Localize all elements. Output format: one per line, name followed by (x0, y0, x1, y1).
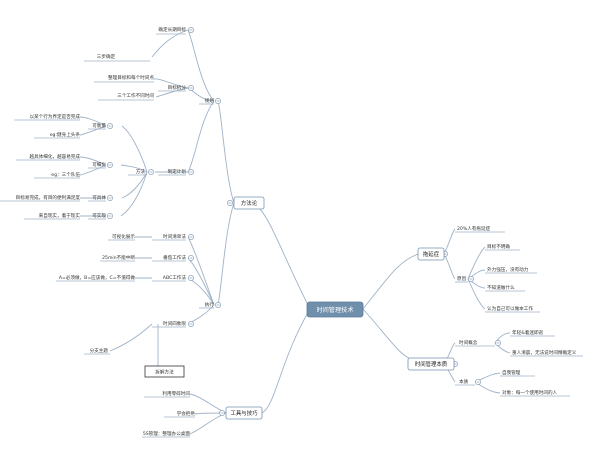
branch-essence-label: 时间管理本质 (415, 360, 448, 368)
node-planning[interactable]: 规划 (205, 97, 215, 104)
collapse-toggle-icon[interactable] (215, 98, 221, 104)
collapse-toggle-icon[interactable] (188, 275, 194, 281)
node-dont-know[interactable]: 不知道做什么 (487, 284, 515, 291)
node-underlines (0, 33, 583, 438)
node-pomodoro[interactable]: 番茄工作法 (163, 254, 186, 261)
mind-map-connectors (79, 29, 511, 435)
node-essence-nature[interactable]: 本质 (459, 378, 469, 385)
node-goal-breakdown[interactable]: 目标拆分 (168, 84, 187, 91)
branch-tools-label: 工具与技巧 (231, 409, 259, 417)
collapse-toggles (107, 27, 501, 416)
node-detailed-a[interactable]: 越具体细化，越容易完成 (29, 153, 80, 160)
node-concrete[interactable]: 可具体 (92, 194, 106, 201)
node-5s-management[interactable]: 5S管理：整理办公桌面 (143, 430, 191, 437)
collapse-toggle-icon[interactable] (188, 234, 194, 240)
central-topic-label: 时间管理技术 (316, 306, 353, 314)
node-visual-display[interactable]: 可视化展示 (112, 233, 135, 240)
branch-method[interactable]: 方法论 (233, 196, 265, 210)
collapse-toggle-icon[interactable] (107, 195, 113, 201)
tag-label[interactable]: 拆解方法 (144, 365, 185, 378)
central-topic[interactable]: 时间管理技术 (306, 301, 364, 318)
collapse-toggle-icon[interactable] (107, 162, 113, 168)
branch-method-label: 方法论 (241, 199, 258, 207)
node-learn-refuse[interactable]: 学会拒绝 (177, 410, 196, 417)
collapse-toggle-icon[interactable] (219, 410, 225, 416)
node-no-motivation[interactable]: 外力强压，没有动力 (487, 266, 529, 273)
node-long-term-goal[interactable]: 确定长期目标 (158, 26, 186, 33)
collapse-toggle-icon[interactable] (215, 302, 221, 308)
node-abc-method[interactable]: ABC工作法 (163, 274, 187, 281)
tag-label-text: 拆解方法 (155, 369, 174, 376)
node-measurable[interactable]: 可衡量 (92, 122, 106, 129)
node-time-concept[interactable]: 时间概念 (459, 339, 478, 346)
node-three-steps[interactable]: 三步确定 (97, 53, 116, 60)
node-detailed[interactable]: 可细化 (92, 161, 106, 168)
node-detailed-b[interactable]: eg：三个队伍 (51, 171, 80, 178)
node-self-management[interactable]: 自我管理 (502, 369, 521, 376)
node-branch-topic[interactable]: 分支主题 (90, 347, 109, 354)
collapse-toggle-icon[interactable] (148, 169, 154, 175)
node-measurable-a[interactable]: 以某个行为界定是否完成 (29, 113, 80, 120)
branch-procrastination[interactable]: 拖延症 (417, 247, 445, 261)
node-make-plan[interactable]: 制定计划 (168, 168, 187, 175)
node-no-interrupt[interactable]: 25min不能中断 (102, 254, 135, 261)
collapse-toggle-icon[interactable] (475, 379, 481, 385)
collapse-toggle-icon[interactable] (188, 27, 194, 33)
branch-procrastination-label: 拖延症 (423, 250, 440, 258)
node-feasible-a[interactable]: 来自现实，着于现实 (39, 212, 81, 219)
collapse-toggle-icon[interactable] (188, 255, 194, 261)
collapse-toggle-icon[interactable] (495, 340, 501, 346)
collapse-toggle-icon[interactable] (107, 213, 113, 219)
node-target-users[interactable]: 对象：每一个使用时间的人 (502, 389, 558, 396)
node-measurable-b[interactable]: eg:健身上头条 (50, 131, 81, 138)
node-abc-desc[interactable]: A=必须做，B=应该做，C=不值得做 (59, 274, 136, 281)
node-reason[interactable]: 原因 (457, 276, 467, 282)
collapse-toggle-icon[interactable] (107, 123, 113, 129)
node-20-percent[interactable]: 20%人有拖延症 (457, 225, 491, 232)
branch-essence[interactable]: 时间管理本质 (407, 357, 455, 371)
node-time-list[interactable]: 时间清单法 (163, 233, 186, 240)
node-concept-b[interactable]: 重人清晨，无法说时间精确定义 (512, 349, 577, 356)
collapse-toggle-icon[interactable] (188, 85, 194, 91)
node-concept-a[interactable]: 年轻&着迷即逝 (512, 329, 544, 336)
node-goal-timepoints[interactable]: 整理目标和每个时间点 (108, 74, 154, 81)
node-fragment-time[interactable]: 利用零碎时间 (162, 390, 190, 397)
collapse-toggle-icon[interactable] (468, 276, 474, 282)
collapse-toggle-icon[interactable] (227, 200, 233, 206)
node-three-tasks[interactable]: 三个工作不同时间 (117, 92, 154, 99)
node-unclear-goal[interactable]: 目标不明确 (487, 243, 510, 250)
node-method[interactable]: 方法 (136, 168, 146, 175)
collapse-toggle-icon[interactable] (188, 321, 194, 327)
node-feasible[interactable]: 可实现 (92, 212, 106, 219)
branch-tools[interactable]: 工具与技巧 (225, 406, 263, 420)
node-four-quadrant[interactable]: 时间四象限 (163, 320, 186, 327)
collapse-toggle-icon[interactable] (188, 169, 194, 175)
node-concrete-a[interactable]: 目标易完成，有目的便利满足度 (16, 194, 81, 201)
node-execution[interactable]: 执行 (205, 301, 215, 308)
node-self-belief[interactable]: 认为自己可以做本工作 (487, 305, 533, 312)
